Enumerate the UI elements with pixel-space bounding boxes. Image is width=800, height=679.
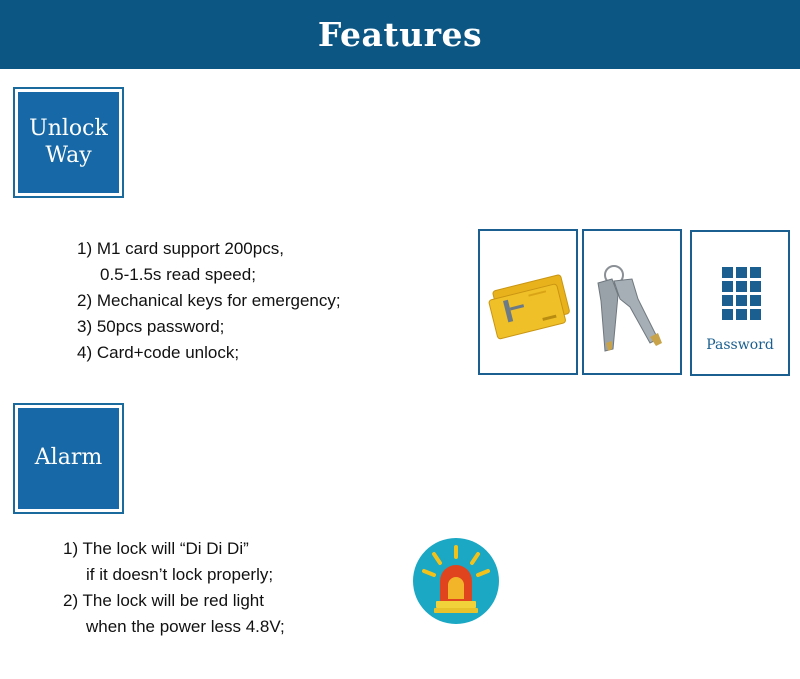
list-item: 4) Card+code unlock; bbox=[77, 343, 240, 362]
list-item: 3) 50pcs password; bbox=[77, 317, 225, 336]
unlock-feature-list: 1) M1 card support 200pcs, 0.5-1.5s read… bbox=[77, 236, 341, 366]
keys-panel bbox=[582, 229, 682, 375]
rfid-card-icon bbox=[488, 274, 570, 340]
unlock-way-badge: Unlock Way bbox=[13, 87, 124, 198]
list-item: 2) The lock will be red light bbox=[63, 591, 264, 610]
key-icon bbox=[597, 265, 662, 352]
header-bar: Features bbox=[0, 0, 800, 69]
unlock-way-badge-inner: Unlock Way bbox=[18, 92, 119, 193]
keypad-icon bbox=[722, 267, 762, 320]
alarm-feature-list: 1) The lock will “Di Di Di” if it doesn’… bbox=[63, 536, 285, 640]
list-item: when the power less 4.8V; bbox=[86, 617, 285, 636]
list-item: if it doesn’t lock properly; bbox=[86, 565, 274, 584]
password-label: Password bbox=[706, 337, 774, 353]
alarm-badge-inner: Alarm bbox=[18, 408, 119, 509]
rfid-card-panel bbox=[478, 229, 578, 375]
page-title: Features bbox=[317, 15, 483, 54]
unlock-badge-line1: Unlock bbox=[29, 115, 108, 141]
alarm-badge: Alarm bbox=[13, 403, 124, 514]
alarm-badge-label: Alarm bbox=[34, 445, 103, 471]
list-item: 1) M1 card support 200pcs, bbox=[77, 239, 284, 258]
list-item: 1) The lock will “Di Di Di” bbox=[63, 539, 249, 558]
siren-icon bbox=[413, 538, 499, 624]
list-item: 0.5-1.5s read speed; bbox=[100, 265, 256, 284]
list-item: 2) Mechanical keys for emergency; bbox=[77, 291, 341, 310]
password-panel: Password bbox=[690, 230, 790, 376]
unlock-badge-line2: Way bbox=[45, 142, 92, 168]
